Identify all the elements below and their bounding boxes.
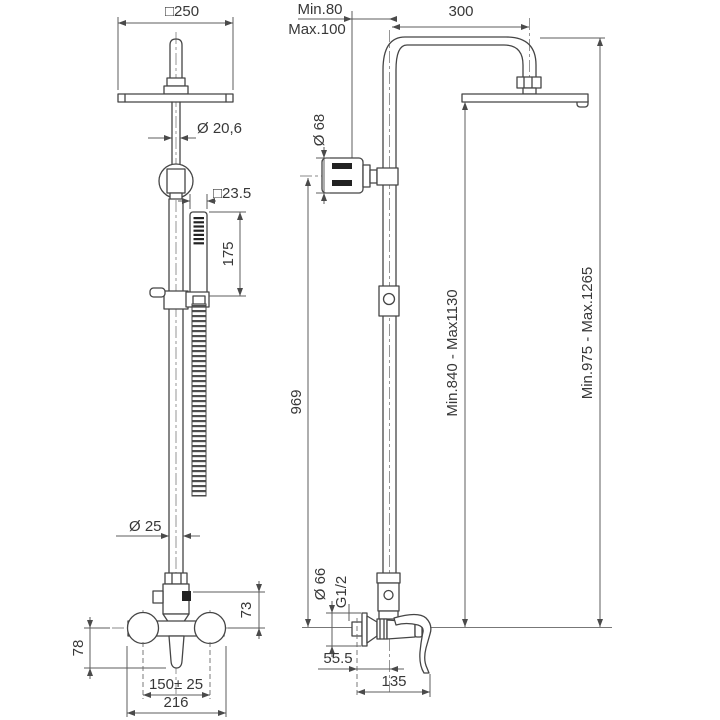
column-diameter-label: Ø 25 bbox=[129, 518, 162, 535]
column-length-label: 969 bbox=[288, 389, 305, 414]
hand-shower-width-label: □23.5 bbox=[213, 185, 251, 202]
left-wall-flange bbox=[126, 611, 160, 645]
overhead-shower-front bbox=[117, 38, 234, 103]
spray-slot-top bbox=[332, 163, 352, 169]
shower-head-plate-side bbox=[461, 93, 589, 103]
hand-shower-body bbox=[189, 211, 208, 297]
overhead-shower-side bbox=[461, 76, 589, 108]
hand-shower-stem bbox=[369, 169, 378, 184]
connection-thread-label: G1/2 bbox=[333, 576, 350, 609]
spray-slot-bottom bbox=[332, 180, 352, 186]
diverter-button bbox=[182, 591, 191, 601]
dim-escutcheon-diameter: Ø 66 bbox=[312, 568, 361, 657]
plate-rim-lines bbox=[124, 93, 227, 103]
dim-diverter-offset: 73 bbox=[193, 581, 265, 639]
head-arm bbox=[169, 38, 183, 79]
hand-shower-cap bbox=[362, 164, 371, 188]
mixer-lever-side bbox=[393, 613, 432, 674]
nut-facets bbox=[171, 572, 182, 585]
clamp-lever bbox=[149, 287, 166, 298]
dim-hand-shower-width: □23.5 bbox=[178, 185, 251, 209]
column-nut bbox=[164, 572, 188, 585]
wall-distance-min-label: Min.80 bbox=[297, 1, 342, 18]
dim-handle-offset: 78 bbox=[70, 617, 166, 679]
wall-axis-offset-label: 55.5 bbox=[323, 650, 352, 667]
mixer-valve-front bbox=[126, 572, 227, 669]
overall-width-label: 216 bbox=[163, 694, 188, 711]
dim-hand-shower-diameter: Ø 68 bbox=[311, 114, 330, 204]
dim-inlet-spacing: 150± 25 bbox=[142, 642, 211, 699]
pipe-outer-edge bbox=[382, 36, 537, 577]
shower-head-plate-front bbox=[117, 93, 234, 103]
arm-connector-lower bbox=[163, 85, 189, 95]
right-wall-flange bbox=[193, 611, 227, 645]
dim-wall-axis-offset: 55.5 bbox=[318, 618, 404, 698]
upper-pipe-diameter-label: Ø 20,6 bbox=[197, 120, 242, 137]
dim-head-width: □250 bbox=[117, 3, 234, 90]
hand-shower-length-label: 175 bbox=[220, 241, 237, 266]
overall-depth-label: 135 bbox=[381, 673, 406, 690]
side-view: Min.80 Max.100 300 Ø 68 969 bbox=[288, 1, 612, 698]
arm-nut-facets bbox=[523, 76, 533, 89]
escutcheon-face bbox=[361, 612, 368, 647]
rail-clamp bbox=[163, 290, 189, 310]
slider-screw bbox=[382, 292, 396, 306]
connector-screw bbox=[383, 589, 394, 601]
inlet-spacing-label: 150± 25 bbox=[149, 676, 203, 693]
slider-block bbox=[378, 285, 400, 317]
connector-block bbox=[377, 582, 400, 612]
dim-overall-depth: 135 bbox=[357, 673, 431, 697]
slider-joint-front bbox=[158, 163, 194, 200]
hand-shower-side bbox=[321, 157, 399, 194]
column-nut-side bbox=[376, 572, 401, 584]
total-height-range-label: Min.975 - Max.1265 bbox=[579, 267, 596, 400]
dim-column-length: 969 bbox=[288, 178, 311, 627]
arm-nut bbox=[516, 76, 542, 89]
wall-distance-max-label: Max.100 bbox=[288, 21, 346, 38]
hand-shower-diameter-label: Ø 68 bbox=[311, 114, 328, 147]
dim-column-diameter: Ø 25 bbox=[116, 518, 200, 539]
pipe-inner-edge bbox=[395, 44, 524, 577]
handle-offset-label: 78 bbox=[70, 640, 87, 657]
hand-shower-bracket bbox=[376, 167, 399, 186]
dim-overall-width: 216 bbox=[126, 646, 227, 717]
head-stem bbox=[522, 87, 537, 95]
escutcheon-cone bbox=[366, 615, 378, 644]
label-connection-thread: G1/2 bbox=[333, 576, 350, 621]
mixer-valve-side bbox=[351, 572, 432, 674]
connector-nut bbox=[378, 610, 399, 620]
dim-wall-distance: Min.80 Max.100 bbox=[288, 1, 397, 38]
slider-face bbox=[166, 168, 186, 194]
shower-hose bbox=[191, 303, 207, 497]
diverter-offset-label: 73 bbox=[238, 602, 255, 619]
arm-projection-label: 300 bbox=[448, 3, 473, 20]
upper-pipe-front bbox=[171, 101, 181, 165]
dim-upper-pipe-diameter: Ø 20,6 bbox=[148, 120, 242, 141]
hand-shower-front bbox=[149, 211, 210, 497]
mixer-handle-front bbox=[168, 635, 185, 669]
escutcheon-diameter-label: Ø 66 bbox=[312, 568, 329, 601]
hose-connector bbox=[192, 295, 206, 305]
column-pipe-side bbox=[382, 36, 537, 577]
dim-head-height-range: Min.840 - Max1130 bbox=[444, 102, 468, 627]
head-height-range-label: Min.840 - Max1130 bbox=[444, 289, 461, 416]
head-width-label: □250 bbox=[165, 3, 199, 20]
front-view: □250 Ø 20,6 □23.5 175 Ø 25 bbox=[70, 3, 265, 717]
body-rings bbox=[376, 618, 388, 640]
ring-lines bbox=[379, 618, 385, 640]
spray-face bbox=[193, 217, 204, 245]
column-pipe-front bbox=[168, 198, 184, 574]
slider-collar bbox=[169, 192, 183, 200]
dim-total-height-range: Min.975 - Max.1265 bbox=[540, 37, 605, 627]
dim-arm-projection: 300 bbox=[392, 3, 529, 30]
dim-hand-shower-length: 175 bbox=[209, 211, 246, 297]
arm-connector-upper bbox=[166, 77, 186, 87]
slider-joint-side bbox=[378, 285, 400, 317]
diverter-knob bbox=[152, 590, 164, 604]
